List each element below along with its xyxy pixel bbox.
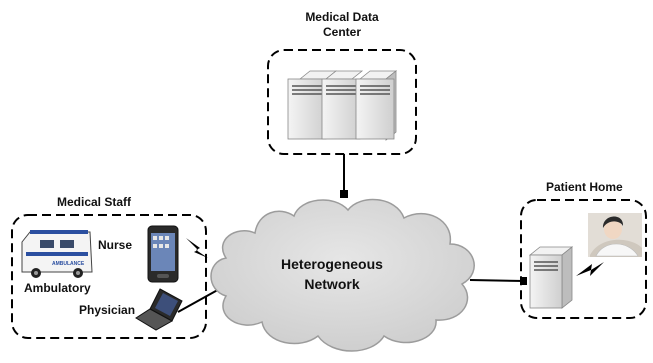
- cloud-icon: [210, 198, 475, 352]
- network-label: Heterogeneous Network: [262, 254, 402, 294]
- data-center-title-line1: Medical Data: [305, 10, 379, 24]
- home-server-icon: [528, 246, 574, 309]
- medical-staff-title: Medical Staff: [57, 195, 132, 209]
- patient-in-bed-icon: [588, 213, 642, 257]
- svg-text:AMBULANCE: AMBULANCE: [52, 261, 85, 267]
- ambulance-icon: AMBULANCE: [21, 230, 93, 278]
- data-center-title: Medical Data Center: [286, 10, 398, 40]
- network-label-line1: Heterogeneous: [281, 256, 383, 272]
- ambulatory-label: Ambulatory: [24, 281, 91, 295]
- nurse-label: Nurse: [98, 238, 133, 252]
- patient-home-link-arrow: [520, 277, 527, 285]
- datacenter-link-arrow: [340, 190, 348, 198]
- patient-home-link: [469, 279, 525, 282]
- patient-home-title: Patient Home: [546, 180, 623, 194]
- data-center-title-line2: Center: [322, 25, 361, 39]
- server-rack-icon: [287, 70, 398, 141]
- smartphone-icon: [147, 225, 179, 283]
- network-label-line2: Network: [304, 276, 360, 292]
- laptop-icon: [135, 288, 183, 331]
- physician-label: Physician: [79, 303, 136, 317]
- wireless-link-icon: [186, 238, 208, 258]
- wireless-link-icon: [576, 262, 604, 276]
- data-center-group: [267, 49, 417, 155]
- medical-staff-group: [11, 214, 207, 339]
- patient-home-group: [520, 199, 647, 319]
